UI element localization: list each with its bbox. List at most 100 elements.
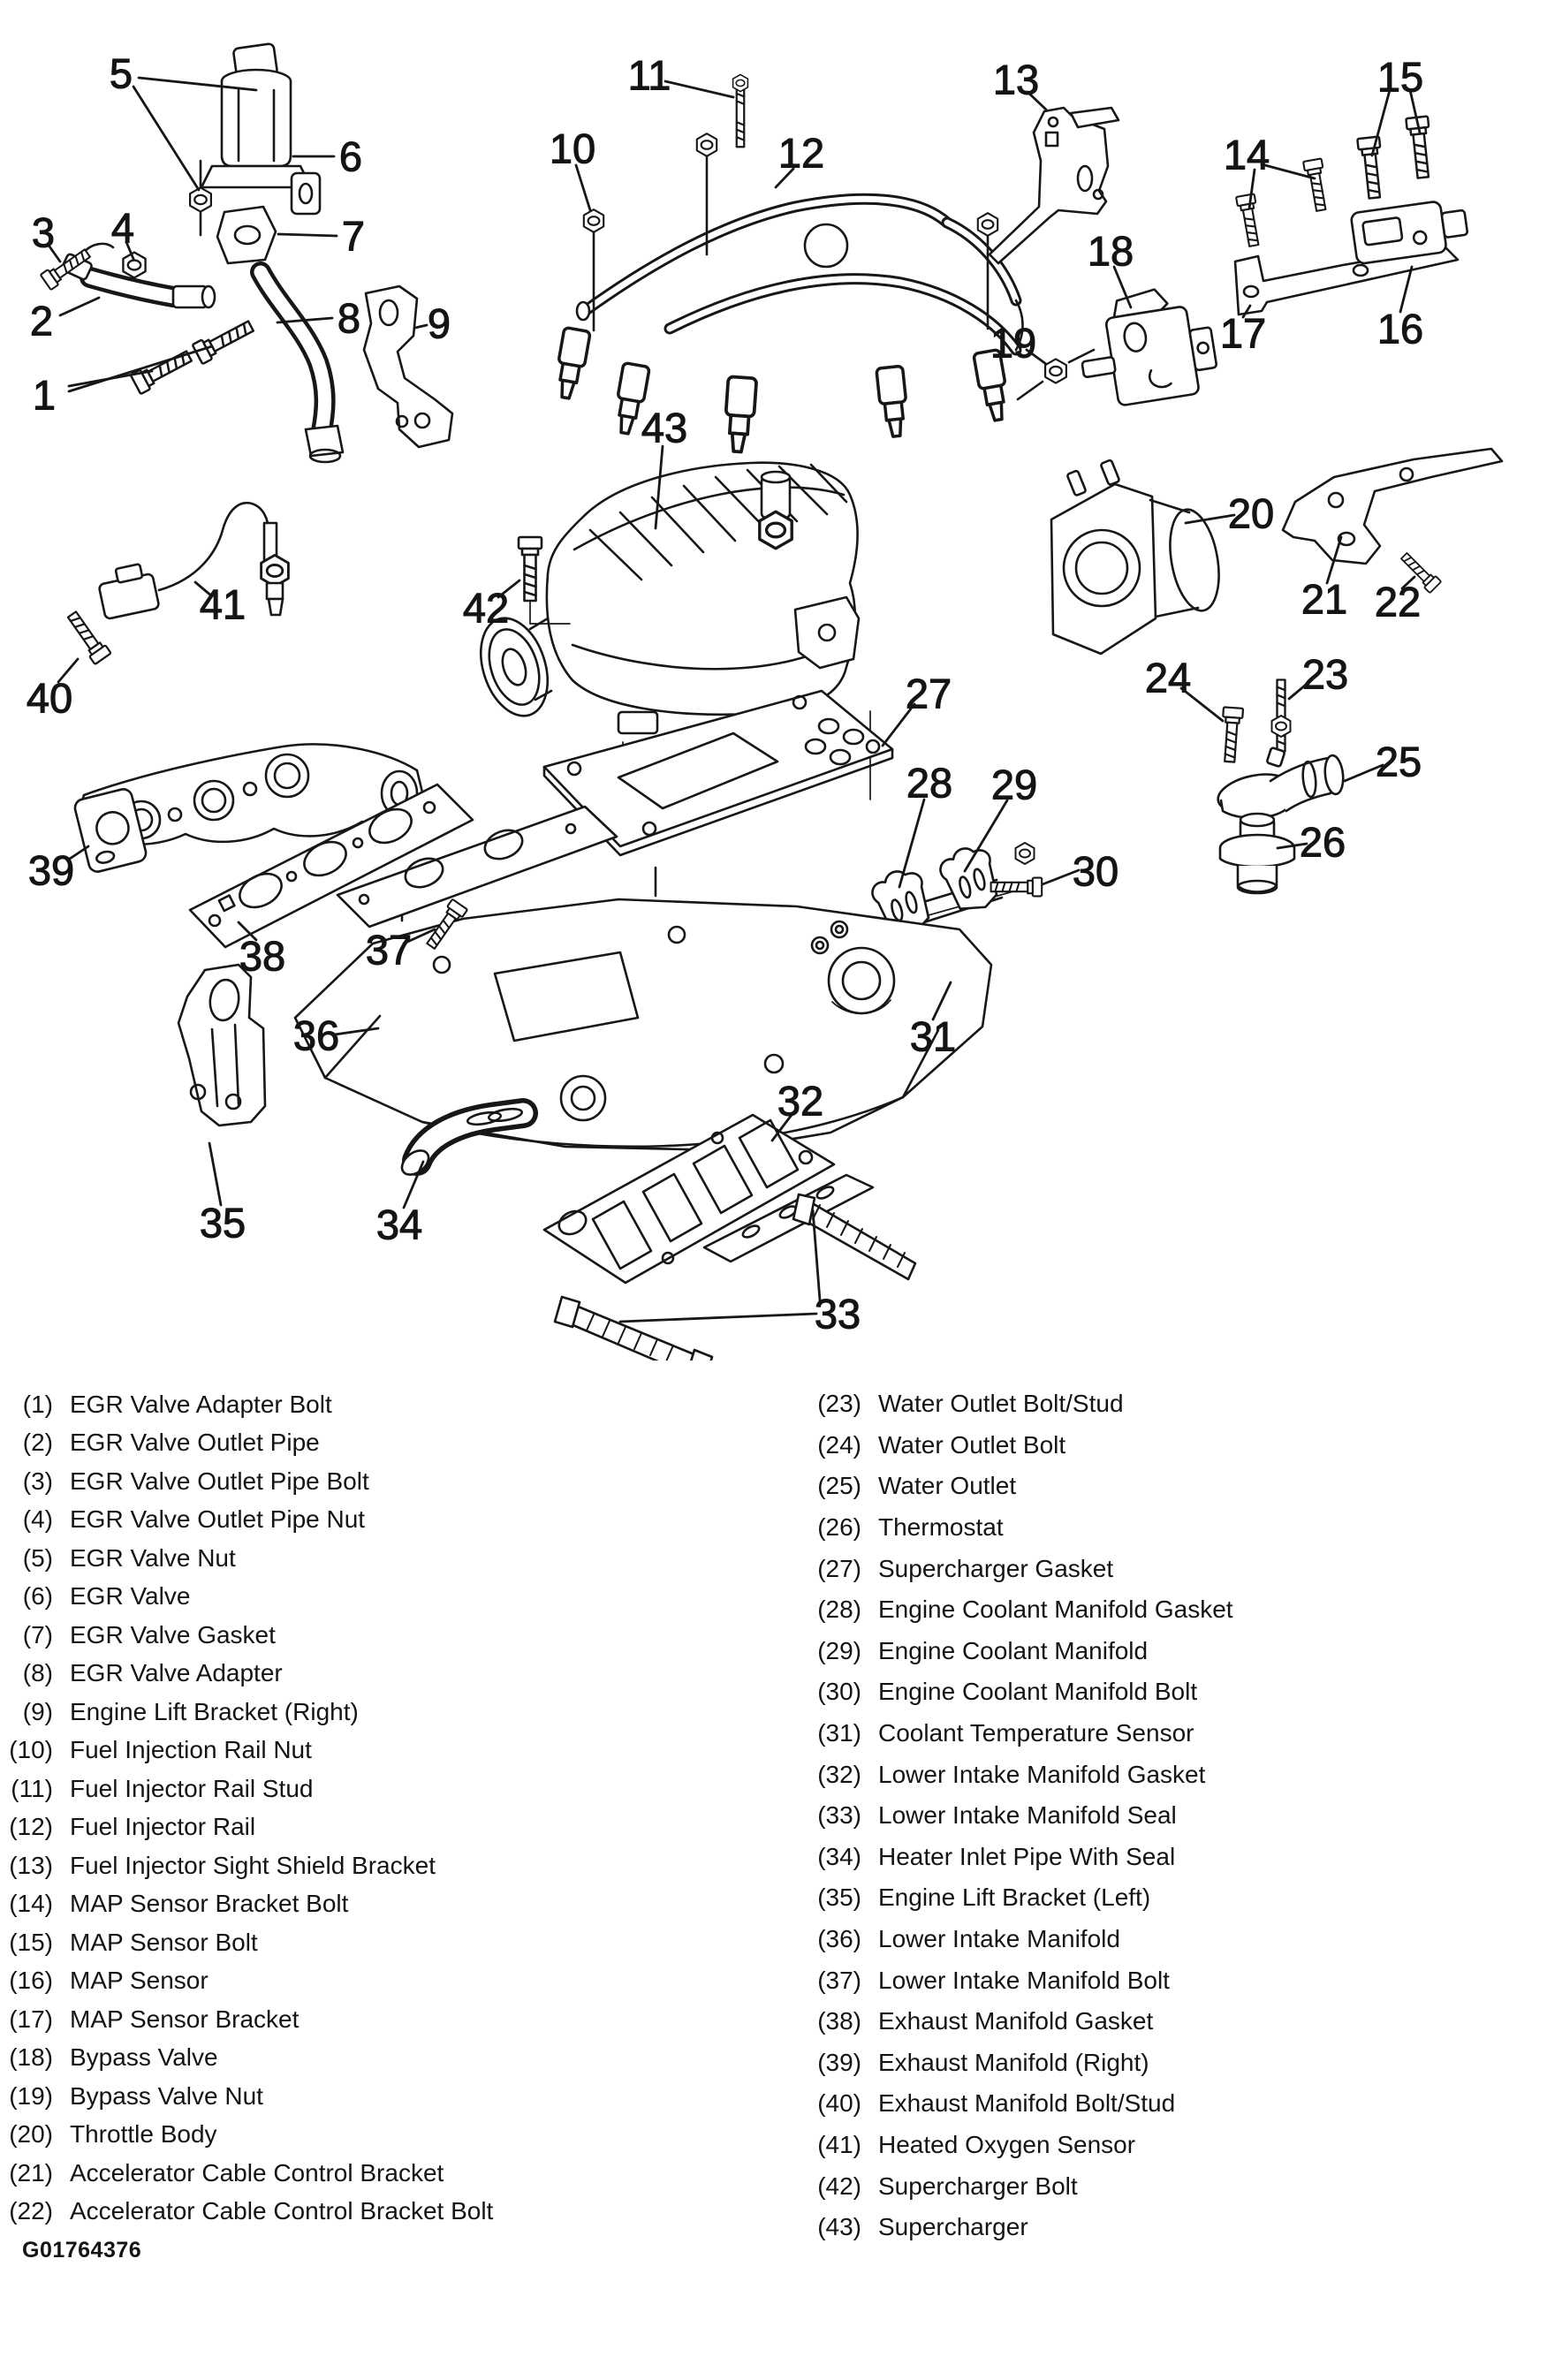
- callout-leader-line: [664, 80, 735, 99]
- legend-item-number: (31): [817, 1719, 861, 1747]
- legend-row: (14)MAP Sensor Bracket Bolt: [0, 1885, 493, 1924]
- callout-leader-line: [1247, 168, 1256, 210]
- legend-item-label: Engine Lift Bracket (Right): [70, 1697, 359, 1725]
- callout-number: 39: [28, 847, 74, 894]
- exploded-parts-diagram: 1234567891011121314151617181920212223242…: [26, 42, 1504, 1361]
- callout-leader-line: [618, 1312, 818, 1323]
- callout-leader-line: [333, 1027, 380, 1036]
- callout-number: 12: [778, 130, 824, 177]
- legend-row: (36)Lower Intake Manifold: [773, 1919, 1233, 1960]
- legend-item-label: Fuel Injector Sight Shield Bracket: [70, 1851, 436, 1879]
- callout-leader-line: [67, 345, 214, 393]
- legend-item-number: (22): [9, 2197, 53, 2225]
- legend-row: (17)MAP Sensor Bracket: [0, 2000, 493, 2039]
- legend-item-label: MAP Sensor Bracket: [70, 2005, 300, 2033]
- legend-item-label: Engine Coolant Manifold Gasket: [878, 1596, 1233, 1624]
- callout-leader-line: [276, 316, 334, 324]
- callout-number: 5: [110, 50, 133, 97]
- legend-row: (19)Bypass Valve Nut: [0, 2077, 493, 2116]
- legend-item-label: Supercharger Bolt: [878, 2172, 1078, 2200]
- legend-item-number: (2): [22, 1429, 53, 1457]
- legend-item-label: MAP Sensor: [70, 1967, 209, 1995]
- part-supercharger: [480, 461, 871, 800]
- legend-item-label: EGR Valve: [70, 1582, 191, 1611]
- legend-item-number: (30): [817, 1678, 861, 1706]
- legend-row: (4)EGR Valve Outlet Pipe Nut: [0, 1501, 493, 1540]
- figure-code: G01764376: [22, 2238, 142, 2263]
- legend-row: (24)Water Outlet Bolt: [773, 1425, 1233, 1467]
- legend-row: (11)Fuel Injector Rail Stud: [0, 1770, 493, 1808]
- legend-row: (43) Supercharger: [773, 2207, 1233, 2248]
- legend-item-number: (43): [817, 2213, 861, 2241]
- legend-row: (28) Engine Coolant Manifold Gasket: [773, 1589, 1233, 1631]
- legend-item-label: Exhaust Manifold (Right): [878, 2048, 1149, 2076]
- legend-item-label: EGR Valve Outlet Pipe Nut: [70, 1505, 366, 1534]
- legend-item-number: (14): [9, 1890, 53, 1918]
- legend-item-number: (27): [817, 1554, 861, 1582]
- legend-row: (16) MAP Sensor: [0, 1962, 493, 2001]
- part-supercharger-gasket: [542, 689, 894, 857]
- legend-item-number: (24): [817, 1430, 861, 1459]
- legend-item-number: (28): [817, 1596, 861, 1624]
- callout-number: 9: [428, 300, 451, 347]
- callout-leader-line: [57, 657, 80, 684]
- callout-number: 30: [1073, 848, 1119, 895]
- callout-number: 38: [239, 933, 285, 980]
- legend-item-number: (19): [9, 2081, 53, 2110]
- legend-item-number: (12): [9, 1813, 53, 1841]
- legend-item-number: (16): [9, 1967, 53, 1995]
- legend-row: (10)Fuel Injection Rail Nut: [0, 1732, 493, 1770]
- legend-item-label: EGR Valve Outlet Pipe Bolt: [70, 1467, 369, 1495]
- part-lower-intake-manifold: [293, 866, 993, 1152]
- legend-row: (34)Heater Inlet Pipe With Seal: [773, 1837, 1233, 1878]
- callout-number: 21: [1301, 576, 1347, 623]
- legend-row: (13) Fuel Injector Sight Shield Bracket: [0, 1846, 493, 1885]
- callout-leader-line: [1400, 575, 1416, 590]
- callout-leader-line: [402, 928, 436, 945]
- callout-number: 7: [342, 213, 365, 260]
- legend-row: (12)Fuel Injector Rail: [0, 1808, 493, 1847]
- legend-item-label: Bypass Valve: [70, 2043, 218, 2072]
- legend-item-number: (11): [11, 1774, 53, 1802]
- callout-leader-line: [132, 85, 201, 192]
- legend-item-label: EGR Valve Gasket: [70, 1620, 276, 1649]
- part-map-sensor-group: [1233, 115, 1469, 316]
- legend-item-number: (1): [22, 1390, 53, 1418]
- callout-number: 42: [463, 585, 509, 632]
- callout-number: 1: [33, 372, 56, 419]
- legend-item-number: (18): [9, 2043, 53, 2072]
- callout-number: 4: [111, 205, 134, 252]
- legend-item-label: Accelerator Cable Control Bracket: [70, 2158, 444, 2187]
- legend-item-number: (21): [9, 2158, 53, 2187]
- callout-number: 22: [1375, 579, 1421, 625]
- legend-item-number: (13): [9, 1851, 53, 1879]
- legend-item-number: (36): [817, 1925, 861, 1953]
- callout-number: 32: [777, 1078, 823, 1125]
- callout-number: 24: [1145, 655, 1191, 701]
- legend-item-label: Lower Intake Manifold Bolt: [878, 1966, 1170, 1994]
- callout-number: 37: [366, 927, 412, 974]
- legend-item-number: (3): [22, 1467, 53, 1495]
- legend-item-number: (32): [817, 1760, 861, 1788]
- callout-leader-line: [654, 444, 664, 530]
- callout-number: 25: [1376, 739, 1422, 785]
- callout-number: 15: [1377, 54, 1423, 101]
- callout-leader-line: [1112, 265, 1133, 309]
- legend-row: (5)EGR Valve Nut: [0, 1539, 493, 1578]
- legend-item-label: Supercharger: [878, 2213, 1028, 2241]
- legend-item-number: (26): [817, 1513, 861, 1542]
- legend-item-number: (20): [9, 2120, 53, 2149]
- legend-row: (40)Exhaust Manifold Bolt/Stud: [773, 2083, 1233, 2125]
- callout-leader-line: [1260, 163, 1316, 180]
- callout-leader-line: [774, 167, 795, 189]
- legend-row: (22)Accelerator Cable Control Bracket Bo…: [0, 2193, 493, 2232]
- legend-row: (2)EGR Valve Outlet Pipe: [0, 1424, 493, 1463]
- part-water-outlet-group: [1217, 678, 1345, 895]
- legend-row: (33)Lower Intake Manifold Seal: [773, 1795, 1233, 1837]
- legend-row: (3) EGR Valve Outlet Pipe Bolt: [0, 1462, 493, 1501]
- legend-item-number: (7): [22, 1620, 53, 1649]
- callout-leader-line: [125, 240, 135, 261]
- callout-number: 13: [993, 57, 1039, 103]
- part-exhaust-manifold: [73, 743, 426, 873]
